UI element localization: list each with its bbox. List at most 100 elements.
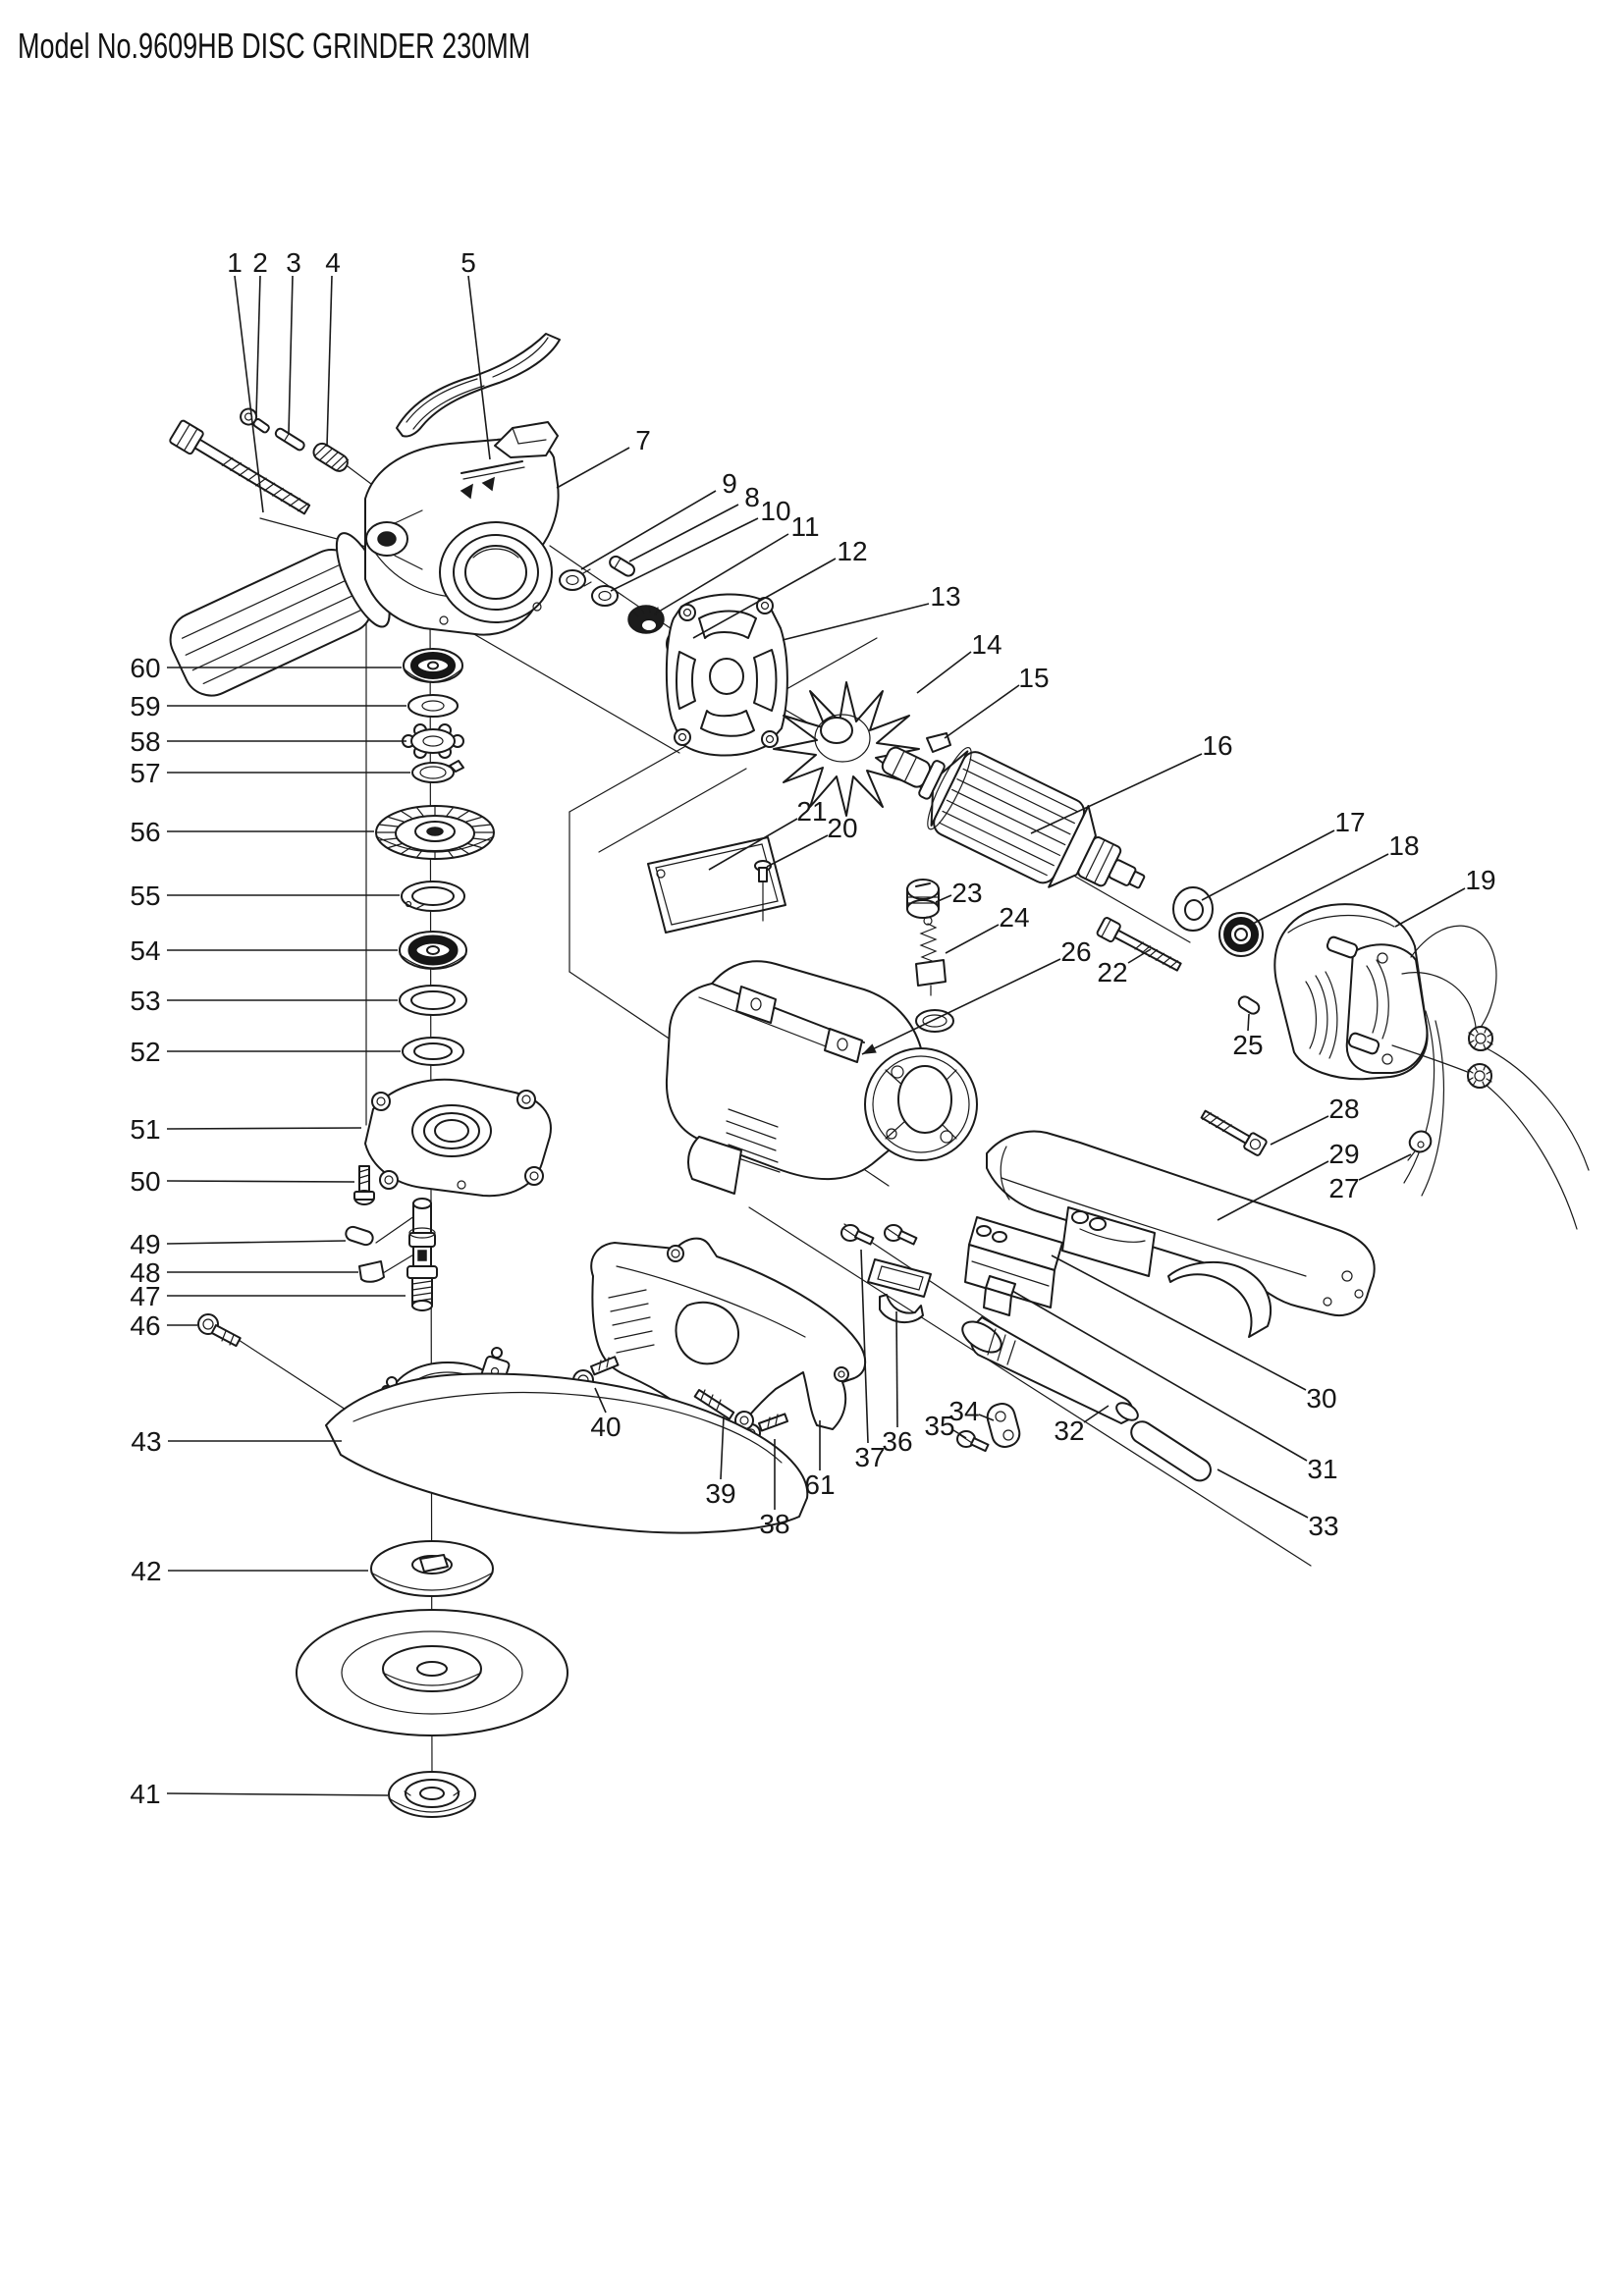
leader-line-2 xyxy=(255,275,261,417)
part-label-56: 56 xyxy=(130,817,160,847)
part-label-60: 60 xyxy=(130,653,160,683)
leader-line-10 xyxy=(610,517,759,592)
leader-line-39 xyxy=(720,1415,725,1480)
part-drawing-ring-9 xyxy=(559,568,592,591)
part-label-10: 10 xyxy=(760,496,790,526)
part-label-52: 52 xyxy=(130,1037,160,1067)
part-drawing-hook-clip-27 xyxy=(1407,1130,1433,1161)
part-drawing-side-handle-grip xyxy=(169,532,399,697)
part-label-18: 18 xyxy=(1388,830,1419,861)
leader-line-17 xyxy=(1201,829,1335,901)
leader-line-22 xyxy=(1127,948,1152,964)
part-label-5: 5 xyxy=(460,247,476,278)
part-drawing-motor-housing xyxy=(665,960,978,1195)
part-label-40: 40 xyxy=(590,1412,621,1442)
part-drawing-lock-nut xyxy=(388,1771,476,1818)
part-label-16: 16 xyxy=(1202,730,1232,761)
part-label-36: 36 xyxy=(882,1426,912,1457)
leader-line-3 xyxy=(288,275,294,434)
part-drawing-bolt-46 xyxy=(197,1313,242,1348)
part-label-32: 32 xyxy=(1054,1415,1084,1446)
part-drawing-name-plate xyxy=(647,836,786,934)
part-drawing-rear-handle xyxy=(986,1130,1376,1316)
part-label-54: 54 xyxy=(130,935,160,966)
part-label-55: 55 xyxy=(130,881,160,911)
part-label-11: 11 xyxy=(790,511,819,542)
part-label-31: 31 xyxy=(1307,1454,1337,1484)
part-label-47: 47 xyxy=(130,1281,160,1311)
part-label-22: 22 xyxy=(1097,957,1127,988)
part-label-53: 53 xyxy=(130,986,160,1016)
part-drawing-switch-lever-36 xyxy=(867,1258,932,1324)
part-drawing-bearing-box xyxy=(364,1078,552,1198)
part-label-50: 50 xyxy=(130,1166,160,1197)
part-drawing-gear-housing xyxy=(364,421,560,636)
part-drawing-pin-8 xyxy=(609,555,636,577)
part-label-24: 24 xyxy=(999,902,1029,933)
leader-line-41 xyxy=(166,1792,389,1796)
part-drawing-bearing-54 xyxy=(399,931,467,970)
part-drawing-pinion-gear-11 xyxy=(627,605,665,634)
leader-line-24 xyxy=(945,924,1000,954)
leader-lines xyxy=(166,275,1466,1796)
leader-line-51 xyxy=(166,1127,362,1130)
part-drawing-condenser-31 xyxy=(983,1275,1016,1316)
part-drawing-spring-4 xyxy=(312,442,350,472)
leader-line-19 xyxy=(1394,887,1466,928)
leader-line-26 xyxy=(861,958,1061,1055)
part-drawing-switch-bracket xyxy=(1061,1206,1156,1277)
part-drawing-washer-52 xyxy=(402,1037,464,1066)
part-label-58: 58 xyxy=(130,726,160,757)
part-drawing-inner-flange xyxy=(370,1540,494,1597)
part-drawing-wheel-guard xyxy=(325,1347,809,1534)
leader-line-25 xyxy=(1247,1013,1250,1032)
leader-line-50 xyxy=(166,1180,355,1183)
part-drawing-carbon-brush xyxy=(915,916,947,996)
leader-line-23 xyxy=(935,894,952,903)
part-label-23: 23 xyxy=(951,878,982,908)
part-label-46: 46 xyxy=(130,1310,160,1341)
part-label-2: 2 xyxy=(252,247,268,278)
part-drawing-switch-block xyxy=(964,1216,1063,1308)
leader-line-13 xyxy=(782,603,930,641)
part-label-3: 3 xyxy=(286,247,301,278)
part-drawing-handle-bolt xyxy=(169,419,311,515)
leader-line-7 xyxy=(556,447,630,489)
leader-line-21 xyxy=(708,818,798,871)
part-drawing-screw-2 xyxy=(240,407,270,434)
part-label-59: 59 xyxy=(130,691,160,721)
part-drawing-baffle-plate xyxy=(665,593,788,757)
part-label-30: 30 xyxy=(1306,1383,1336,1414)
part-drawing-screw-20 xyxy=(754,860,772,922)
leader-line-4 xyxy=(326,275,333,448)
part-label-7: 7 xyxy=(635,425,651,455)
leader-line-14 xyxy=(916,651,972,694)
leader-line-32 xyxy=(1083,1405,1110,1423)
leader-line-35 xyxy=(952,1429,967,1439)
part-label-35: 35 xyxy=(924,1411,954,1441)
leader-line-1 xyxy=(234,275,264,513)
part-label-27: 27 xyxy=(1328,1173,1359,1203)
part-drawing-cord-guard xyxy=(961,1316,1139,1424)
part-drawing-brush-cap xyxy=(906,879,940,919)
part-drawing-bearing-60 xyxy=(403,648,463,683)
part-label-29: 29 xyxy=(1328,1139,1359,1169)
part-label-1: 1 xyxy=(227,247,243,278)
part-drawing-abrasive-disc xyxy=(296,1609,568,1736)
leader-line-5 xyxy=(467,275,491,460)
part-label-38: 38 xyxy=(759,1509,789,1539)
leader-line-30 xyxy=(1051,1255,1307,1391)
part-drawing-washer-59 xyxy=(407,694,459,718)
part-drawing-field-stator xyxy=(1273,903,1590,1230)
leader-arrowhead-26 xyxy=(862,1043,877,1054)
part-label-19: 19 xyxy=(1465,865,1495,895)
leader-line-18 xyxy=(1248,853,1389,927)
part-label-25: 25 xyxy=(1232,1030,1263,1060)
part-drawing-washer-17 xyxy=(1172,886,1214,932)
leader-line-33 xyxy=(1217,1468,1309,1519)
leader-line-49 xyxy=(166,1240,347,1245)
part-drawing-bearing-18 xyxy=(1218,912,1264,957)
